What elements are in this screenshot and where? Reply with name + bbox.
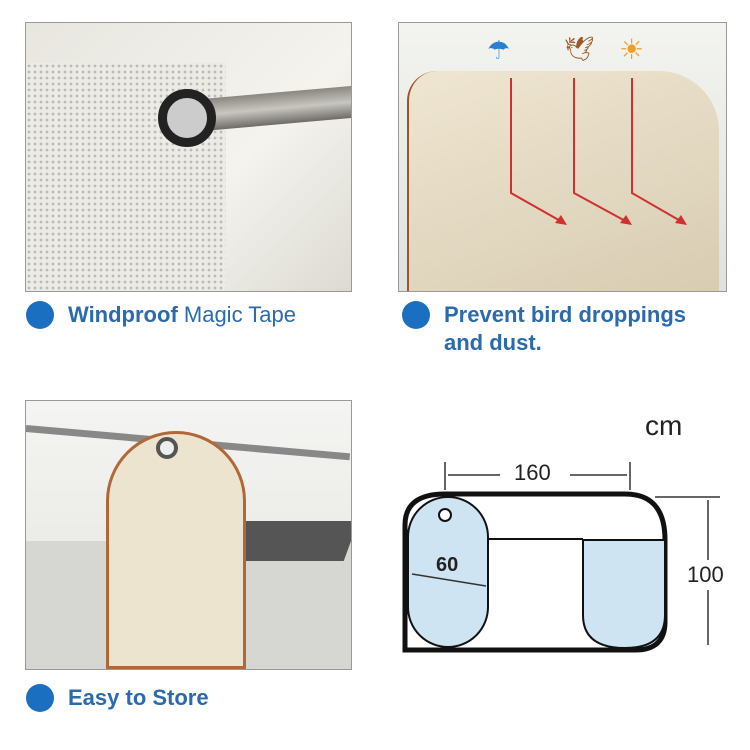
- folded-cover: [106, 431, 246, 669]
- bullet-dot-icon: [26, 301, 54, 329]
- feature-caption-store: Easy to Store: [26, 684, 209, 712]
- feature-caption-windproof: Windproof Magic Tape: [26, 301, 296, 329]
- dimension-diagram: [402, 462, 720, 653]
- storage-photo: [25, 400, 352, 670]
- cover: [407, 71, 719, 291]
- length-label: 160: [514, 460, 551, 485]
- windproof-photo: [25, 22, 352, 292]
- caption-line2: and dust.: [444, 330, 542, 355]
- width-label: 60: [436, 554, 459, 576]
- umbrella-rain-icon: ☂: [487, 35, 511, 65]
- dimension-unit: cm: [645, 410, 683, 441]
- bird-icon: 🕊: [564, 36, 595, 63]
- caption-line1: Prevent bird droppings: [444, 302, 687, 327]
- caption-rest: Magic Tape: [177, 302, 296, 327]
- bullet-dot-icon: [402, 301, 430, 329]
- sun-icon: ☀: [619, 34, 645, 65]
- bullet-dot-icon: [26, 684, 54, 712]
- arrows: [510, 78, 687, 225]
- caption: Easy to Store: [68, 685, 209, 710]
- dust-cover-photo: ☂ 🕊 ☀: [398, 22, 727, 292]
- caption-bold: Windproof: [68, 302, 178, 327]
- grommet-icon: [158, 89, 216, 147]
- feature-caption-dust: Prevent bird droppings and dust.: [402, 301, 686, 357]
- grommet-icon: [156, 437, 178, 459]
- height-label: 100: [687, 562, 724, 587]
